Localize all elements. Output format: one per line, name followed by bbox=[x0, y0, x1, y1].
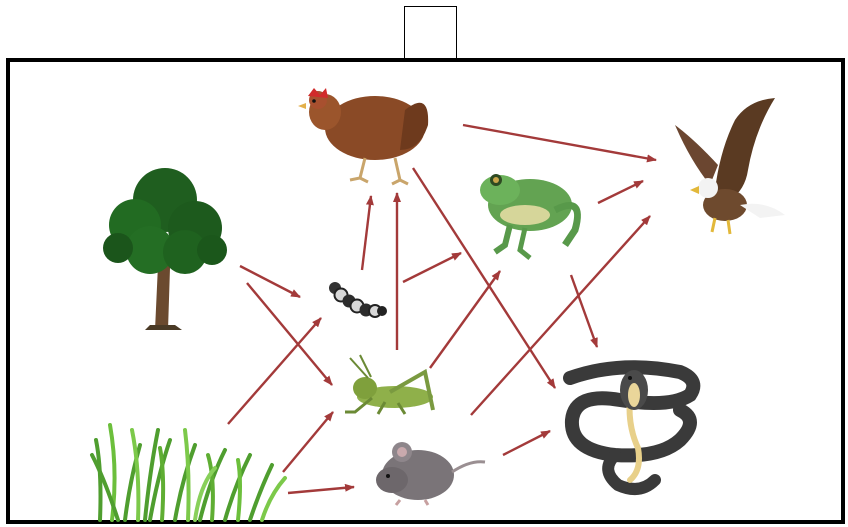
arrow-frog-to-eagle bbox=[598, 181, 643, 203]
mouse-icon bbox=[376, 442, 485, 505]
arrow-tree-to-caterpillar bbox=[240, 266, 300, 297]
caterpillar-icon bbox=[329, 282, 387, 317]
grass-icon bbox=[92, 425, 285, 520]
arrow-tree-to-grasshopper bbox=[247, 283, 332, 385]
arrow-caterpillar-to-hen bbox=[362, 196, 371, 270]
arrow-grass-to-mouse bbox=[288, 487, 354, 493]
grasshopper-icon bbox=[345, 355, 433, 414]
hen-icon bbox=[298, 88, 428, 184]
tree-icon bbox=[103, 168, 227, 330]
frog-icon bbox=[480, 174, 578, 258]
snake-icon bbox=[570, 367, 693, 489]
eagle-icon bbox=[675, 98, 785, 234]
arrow-grass-to-caterpillar bbox=[228, 318, 321, 424]
arrow-caterpillar-to-frog bbox=[403, 253, 461, 282]
arrow-mouse-to-snake bbox=[503, 431, 550, 455]
arrow-hen-to-eagle bbox=[463, 125, 656, 160]
arrow-frog-to-snake bbox=[571, 275, 597, 347]
arrow-layer bbox=[228, 125, 656, 493]
arrow-grass-to-grasshopper bbox=[283, 412, 333, 472]
